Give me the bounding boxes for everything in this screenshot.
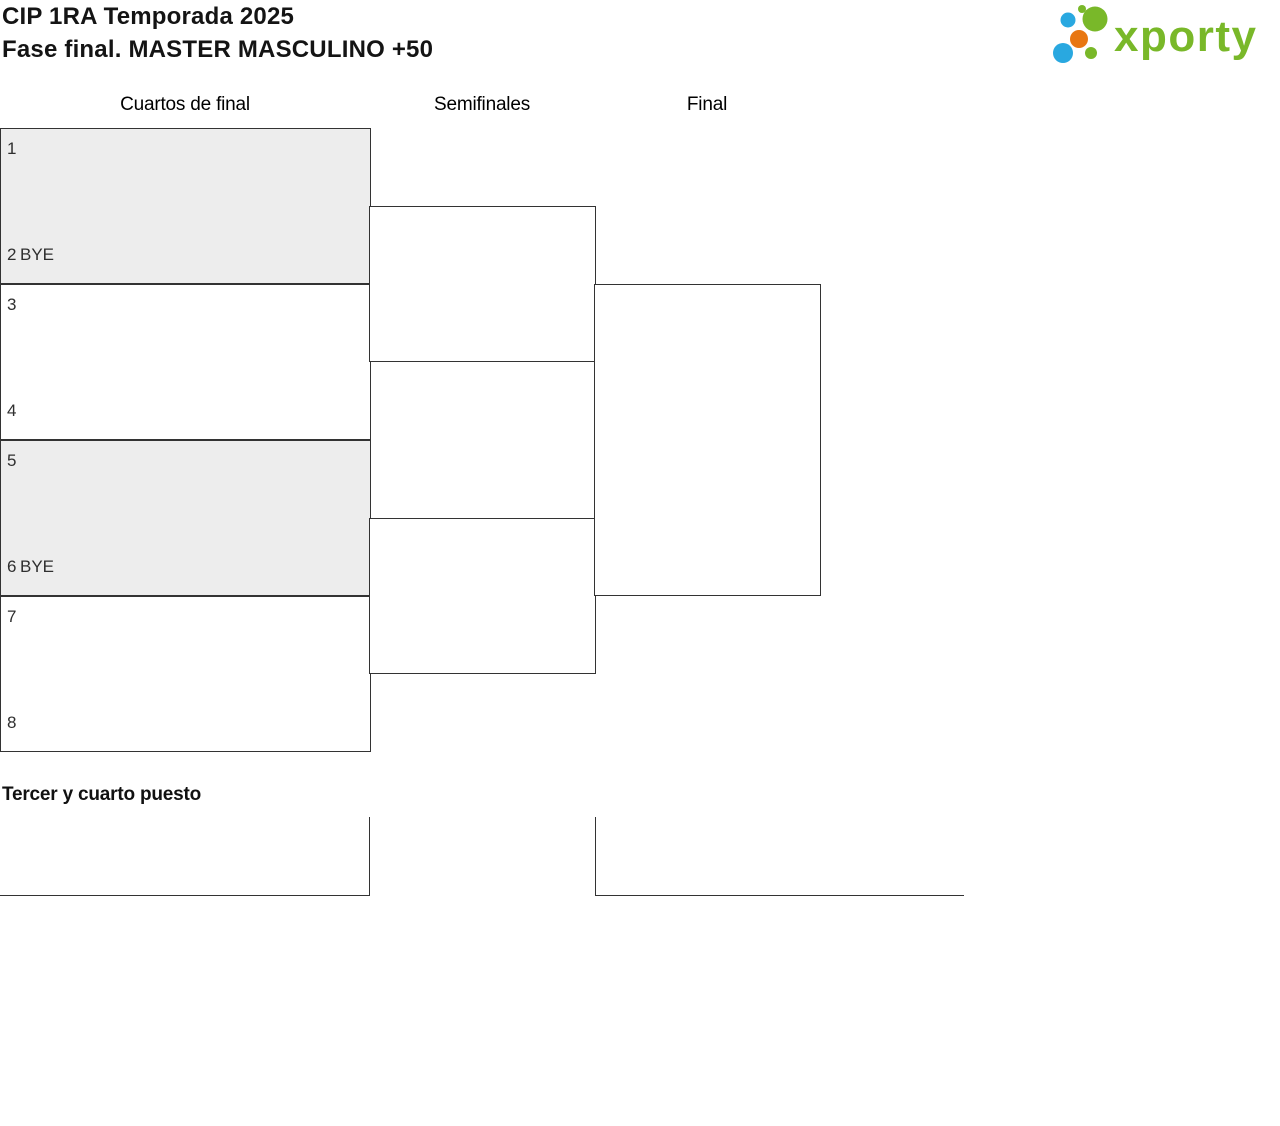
team-slot-seed-8: 8 bbox=[7, 713, 364, 733]
round-header-final: Final bbox=[686, 94, 728, 115]
logo-dot-green-small-top bbox=[1078, 5, 1086, 13]
logo-dot-blue-bottom bbox=[1053, 43, 1073, 63]
seed-number: 8 bbox=[7, 713, 17, 732]
seed-number: 3 bbox=[7, 295, 17, 314]
seed-number: 2 bbox=[7, 245, 17, 264]
seed-number: 1 bbox=[7, 139, 17, 158]
match-quarterfinal-1[interactable]: 1 2 BYE bbox=[0, 128, 371, 284]
xporty-logo: xporty bbox=[1053, 5, 1257, 63]
team-slot-seed-7: 7 bbox=[7, 607, 364, 627]
match-quarterfinal-4[interactable]: 7 8 bbox=[0, 596, 371, 752]
team-slot-seed-5: 5 bbox=[7, 451, 364, 471]
team-slot-seed-6: 6 BYE bbox=[7, 557, 364, 577]
logo-dot-green-small-bottom bbox=[1085, 47, 1097, 59]
match-semifinal-1[interactable] bbox=[369, 206, 596, 362]
logo-dot-green-large bbox=[1082, 6, 1108, 32]
logo-wordmark: xporty bbox=[1114, 12, 1257, 61]
third-place-winner-box bbox=[595, 817, 964, 896]
match-quarterfinal-3[interactable]: 5 6 BYE bbox=[0, 440, 371, 596]
seed-number: 7 bbox=[7, 607, 17, 626]
tournament-name: CIP 1RA Temporada 2025 bbox=[2, 3, 295, 30]
seed-number: 6 bbox=[7, 557, 17, 576]
team-slot-seed-4: 4 bbox=[7, 401, 364, 421]
logo-dot-orange bbox=[1070, 30, 1088, 48]
page-title: CIP 1RA Temporada 2025 Fase final. MASTE… bbox=[2, 0, 433, 66]
match-third-place[interactable] bbox=[0, 817, 370, 896]
match-final[interactable] bbox=[594, 284, 821, 596]
team-slot-seed-3: 3 bbox=[7, 295, 364, 315]
team-name: BYE bbox=[20, 557, 55, 576]
logo-dot-blue-top bbox=[1060, 12, 1076, 28]
match-quarterfinal-2[interactable]: 3 4 bbox=[0, 284, 371, 440]
match-semifinal-2[interactable] bbox=[369, 518, 596, 674]
team-slot-seed-1: 1 bbox=[7, 139, 364, 159]
phase-category: Fase final. MASTER MASCULINO +50 bbox=[2, 36, 434, 63]
seed-number: 5 bbox=[7, 451, 17, 470]
round-header-cuartos-de-final: Cuartos de final bbox=[120, 94, 250, 115]
seed-number: 4 bbox=[7, 401, 17, 420]
team-slot-seed-2: 2 BYE bbox=[7, 245, 364, 265]
third-place-title: Tercer y cuarto puesto bbox=[2, 784, 202, 805]
round-header-semifinales: Semifinales bbox=[433, 94, 530, 115]
team-name: BYE bbox=[20, 245, 55, 264]
